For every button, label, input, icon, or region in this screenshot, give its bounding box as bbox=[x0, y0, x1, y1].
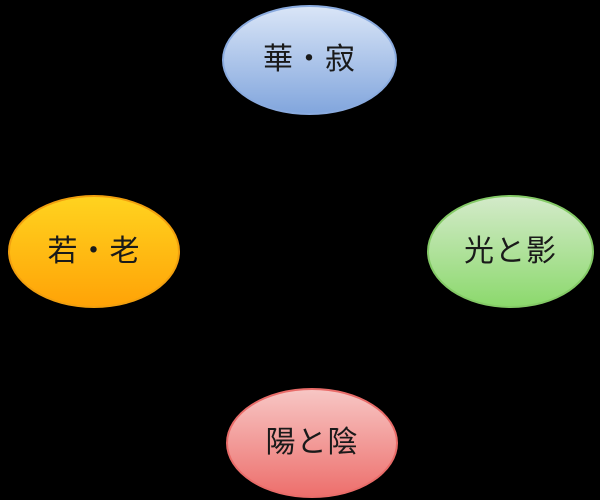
node-waka-rou: 若・老 bbox=[8, 195, 180, 308]
node-waka-rou-label: 若・老 bbox=[47, 233, 141, 269]
node-hikari-to-kage-label: 光と影 bbox=[464, 233, 557, 269]
node-hikari-to-kage: 光と影 bbox=[427, 195, 594, 308]
node-hana-sabi: 華・寂 bbox=[222, 5, 397, 115]
node-you-to-in: 陽と陰 bbox=[226, 388, 398, 498]
node-hana-sabi-label: 華・寂 bbox=[263, 42, 356, 77]
node-you-to-in-label: 陽と陰 bbox=[265, 425, 359, 460]
